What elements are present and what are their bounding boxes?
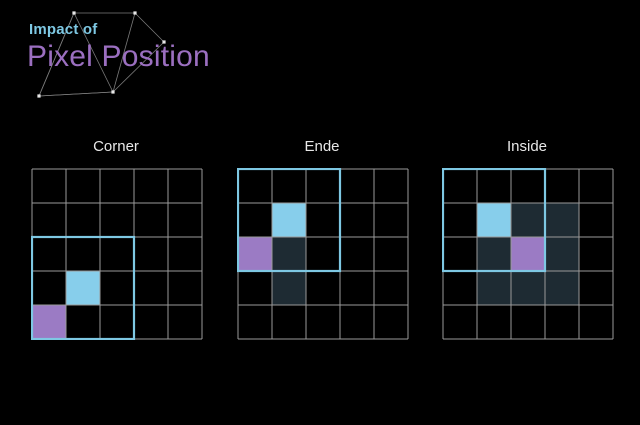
graph-edge	[134, 12, 165, 43]
panel-title-ende: Ende	[304, 138, 340, 155]
grid-cell-dark[interactable]	[272, 237, 306, 271]
grid-canvas-corner	[31, 168, 203, 340]
grid-cell-dark[interactable]	[511, 203, 545, 237]
grid-cell-empty[interactable]	[545, 305, 579, 339]
grid-cell-empty[interactable]	[477, 169, 511, 203]
grid-cell-empty[interactable]	[134, 203, 168, 237]
graph-node	[111, 90, 115, 94]
grid-cell-empty[interactable]	[340, 237, 374, 271]
graph-node	[37, 94, 41, 98]
grid-cell-purple[interactable]	[511, 237, 545, 271]
grid-cell-empty[interactable]	[100, 271, 134, 305]
title-eyebrow: Impact of	[29, 21, 98, 38]
grid-cell-empty[interactable]	[443, 169, 477, 203]
grid-cell-empty[interactable]	[100, 305, 134, 339]
graph-node	[133, 11, 137, 15]
grid-cell-empty[interactable]	[579, 305, 613, 339]
grid-cell-empty[interactable]	[340, 203, 374, 237]
grid-canvas-inside	[442, 168, 614, 340]
grid-cell-dark[interactable]	[511, 271, 545, 305]
panel-title-corner: Corner	[93, 138, 139, 155]
grid-cell-empty[interactable]	[32, 169, 66, 203]
grid-cell-empty[interactable]	[238, 203, 272, 237]
grid-cell-empty[interactable]	[374, 169, 408, 203]
grid-cell-blue[interactable]	[66, 271, 100, 305]
grid-cell-empty[interactable]	[66, 169, 100, 203]
grid-cell-empty[interactable]	[579, 203, 613, 237]
grid-cell-empty[interactable]	[168, 169, 202, 203]
grid-cell-empty[interactable]	[306, 169, 340, 203]
grid-cell-empty[interactable]	[168, 237, 202, 271]
grid-cell-empty[interactable]	[579, 169, 613, 203]
grid-cell-empty[interactable]	[134, 237, 168, 271]
grid-cell-blue[interactable]	[477, 203, 511, 237]
grid-cell-empty[interactable]	[340, 271, 374, 305]
grid-cell-empty[interactable]	[272, 305, 306, 339]
grid-cell-dark[interactable]	[545, 237, 579, 271]
grid-cell-empty[interactable]	[443, 203, 477, 237]
grid-cell-empty[interactable]	[134, 271, 168, 305]
pixel-grid-inside[interactable]	[442, 168, 614, 341]
grid-cell-empty[interactable]	[374, 305, 408, 339]
title-block: Impact of Pixel Position	[0, 0, 300, 120]
grid-cell-empty[interactable]	[100, 203, 134, 237]
grid-cell-empty[interactable]	[511, 169, 545, 203]
grid-cell-empty[interactable]	[306, 237, 340, 271]
graph-node	[72, 11, 76, 15]
grid-cell-empty[interactable]	[374, 203, 408, 237]
highlight-box	[237, 168, 342, 273]
grid-cell-empty[interactable]	[443, 237, 477, 271]
pixel-grid-corner[interactable]	[31, 168, 203, 341]
grid-cell-empty[interactable]	[306, 203, 340, 237]
grid-cell-empty[interactable]	[66, 237, 100, 271]
grid-cell-dark[interactable]	[545, 271, 579, 305]
grid-cell-empty[interactable]	[579, 237, 613, 271]
grid-cell-empty[interactable]	[340, 169, 374, 203]
grid-cell-empty[interactable]	[100, 169, 134, 203]
grid-cell-empty[interactable]	[374, 271, 408, 305]
grid-cell-empty[interactable]	[545, 169, 579, 203]
grid-cell-empty[interactable]	[477, 305, 511, 339]
grid-cell-dark[interactable]	[545, 203, 579, 237]
grid-cell-empty[interactable]	[306, 271, 340, 305]
grid-cell-empty[interactable]	[511, 305, 545, 339]
grid-canvas-ende	[237, 168, 409, 340]
grid-cell-empty[interactable]	[32, 203, 66, 237]
panel-title-inside: Inside	[506, 138, 548, 155]
grid-cell-empty[interactable]	[238, 169, 272, 203]
grid-cell-empty[interactable]	[32, 271, 66, 305]
highlight-box	[31, 235, 136, 340]
grid-cell-empty[interactable]	[443, 305, 477, 339]
grid-cell-empty[interactable]	[238, 305, 272, 339]
highlight-box	[442, 168, 547, 273]
grid-cell-empty[interactable]	[66, 203, 100, 237]
grid-cell-empty[interactable]	[238, 271, 272, 305]
grid-cell-dark[interactable]	[477, 271, 511, 305]
grid-cell-dark[interactable]	[477, 237, 511, 271]
grid-cell-empty[interactable]	[168, 203, 202, 237]
grid-cell-purple[interactable]	[238, 237, 272, 271]
grid-cell-empty[interactable]	[100, 237, 134, 271]
graph-edge	[38, 91, 114, 97]
grid-cell-empty[interactable]	[272, 169, 306, 203]
grid-cell-dark[interactable]	[272, 271, 306, 305]
page-title: Pixel Position	[27, 40, 210, 73]
graph-edge	[38, 91, 114, 97]
grid-cell-empty[interactable]	[134, 169, 168, 203]
grid-cell-empty[interactable]	[168, 305, 202, 339]
grid-cell-empty[interactable]	[374, 237, 408, 271]
grid-cell-empty[interactable]	[443, 271, 477, 305]
grid-cell-empty[interactable]	[579, 271, 613, 305]
grid-cell-empty[interactable]	[306, 305, 340, 339]
grid-cell-empty[interactable]	[168, 271, 202, 305]
grid-cell-empty[interactable]	[32, 237, 66, 271]
pixel-grid-ende[interactable]	[237, 168, 409, 341]
grid-cell-empty[interactable]	[134, 305, 168, 339]
grid-cell-blue[interactable]	[272, 203, 306, 237]
grid-cell-empty[interactable]	[66, 305, 100, 339]
grid-cell-purple[interactable]	[32, 305, 66, 339]
grid-cell-empty[interactable]	[340, 305, 374, 339]
